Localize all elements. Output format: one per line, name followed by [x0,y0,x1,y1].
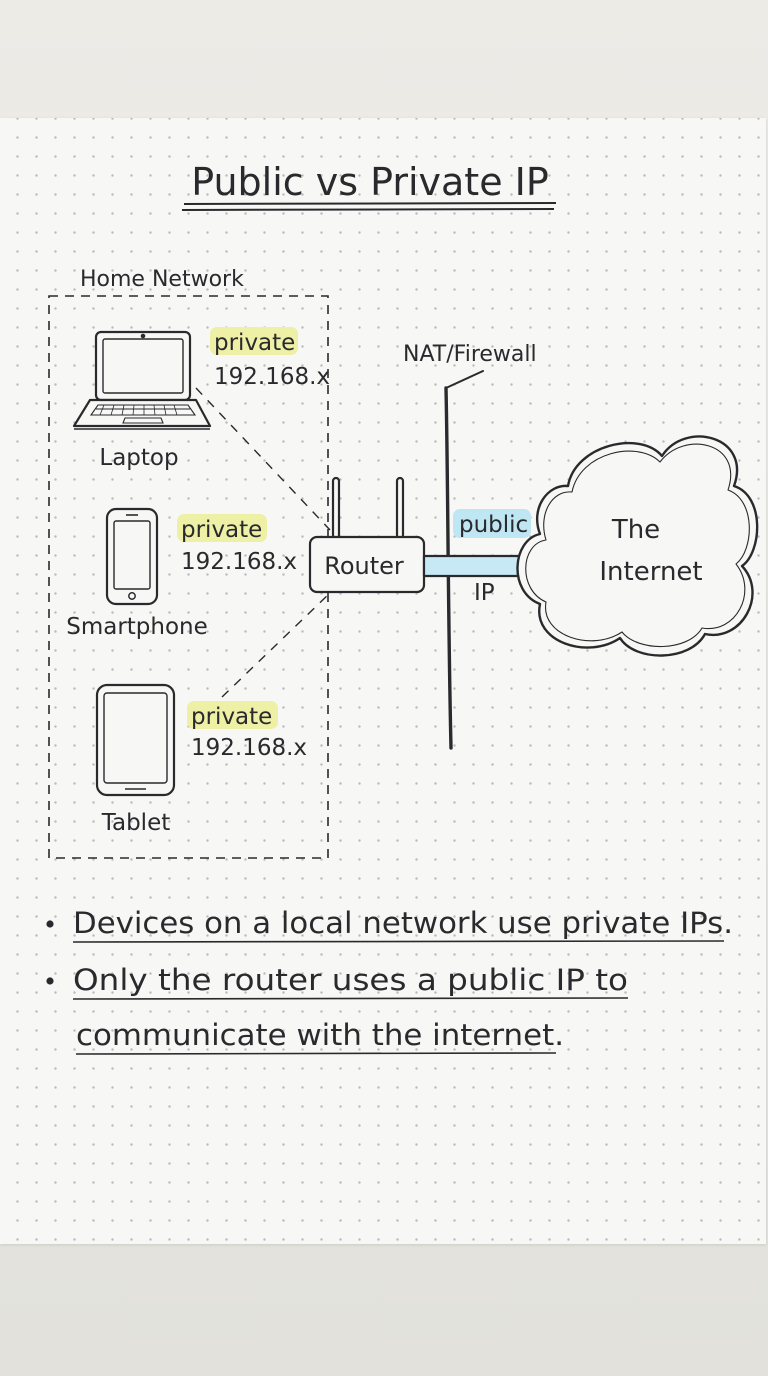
tablet-private-tag: private [191,704,272,730]
tablet-label: Tablet [101,810,171,836]
laptop-icon [72,330,212,430]
note-1-underline [72,940,725,943]
laptop-private-tag: private [214,330,295,356]
tablet-private-highlight [187,701,278,729]
laptop-private-highlight [210,327,298,355]
router-label: Router [324,552,404,580]
note-2-underline [72,997,629,1000]
router-icon [308,476,426,594]
smartphone-private-highlight [177,514,267,542]
smartphone-ip: 192.168.x [181,549,297,575]
title-underline-bottom [181,208,555,211]
note-1: Devices on a local network use private I… [73,906,733,940]
note-3: communicate with the internet. [76,1018,564,1052]
note-3-underline [75,1052,557,1055]
laptop-ip: 192.168.x [214,364,330,390]
smartphone-icon [105,507,159,606]
home-network-label: Home Network [80,267,244,292]
dotted-paper-sheet [0,118,766,1244]
internet-label-line1: The [611,515,660,545]
smartphone-private-tag: private [181,517,262,543]
firewall-label: NAT/Firewall [403,342,537,367]
public-tag: public [459,512,528,538]
firewall-pointer [445,370,484,389]
tablet-ip: 192.168.x [191,735,307,761]
tablet-router-link [221,592,331,698]
public-ip-label: IP [474,580,495,606]
note-bullet-1 [46,920,54,928]
public-highlight [453,509,531,538]
note-2: Only the router uses a public IP to [73,963,628,997]
laptop-router-link [195,387,331,531]
cloud-icon [516,435,759,657]
title-underline-top [183,202,557,205]
firewall-wall [444,386,453,750]
smartphone-label: Smartphone [66,614,208,640]
note-bullet-2 [46,977,54,985]
tablet-icon [95,683,176,797]
page-title: Public vs Private IP [191,160,549,204]
internet-label-line2: Internet [599,557,702,587]
laptop-label: Laptop [99,445,178,471]
